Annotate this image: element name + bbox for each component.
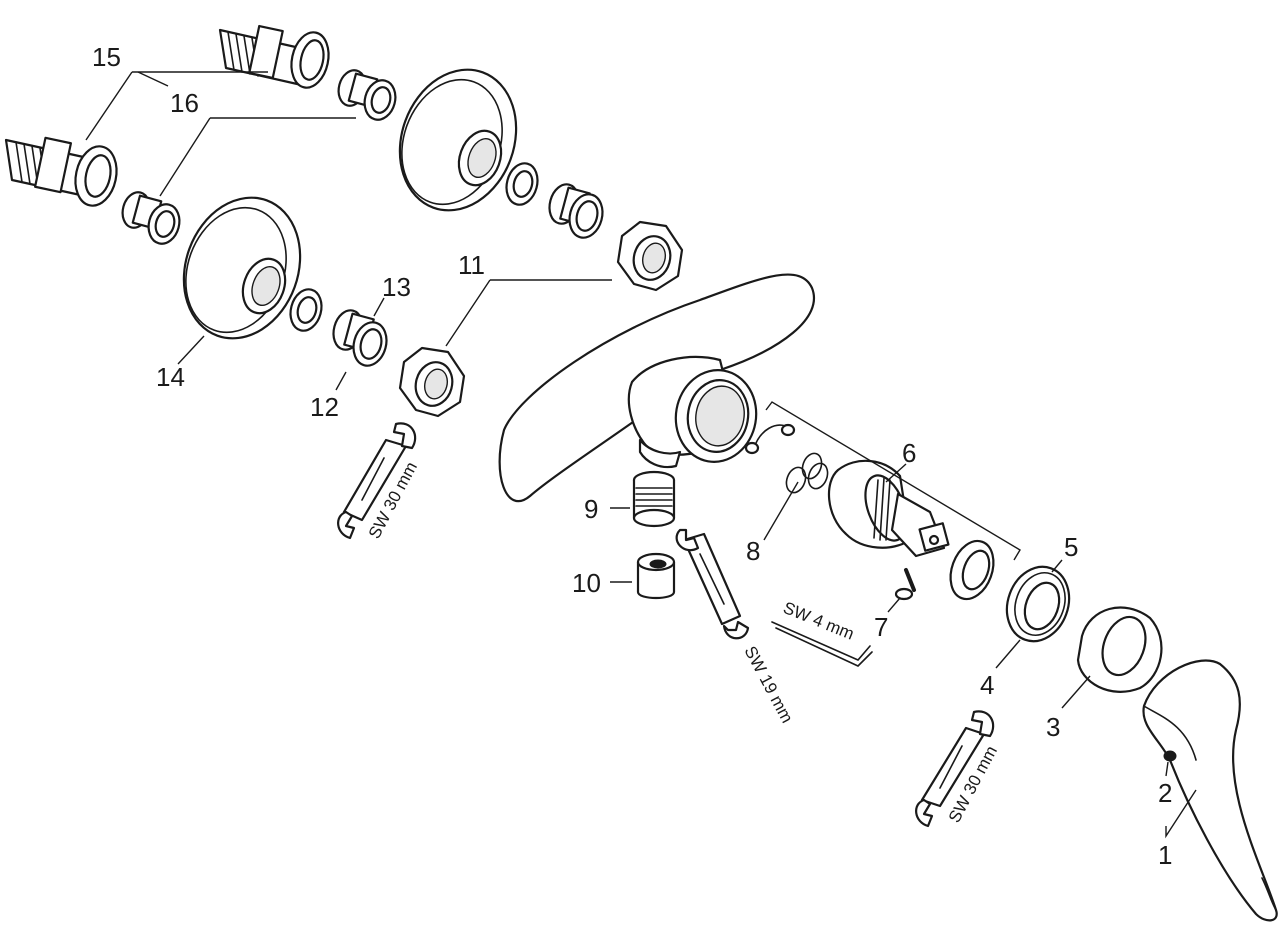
- label-1: 1: [1158, 840, 1172, 870]
- clip-pin: [744, 423, 796, 455]
- hex-nut-lower: [398, 346, 466, 418]
- label-13: 13: [382, 272, 411, 302]
- wrench-lower-right: [915, 710, 995, 828]
- label-4: 4: [980, 670, 994, 700]
- label-5: 5: [1064, 532, 1078, 562]
- label-14: 14: [156, 362, 185, 392]
- flow-insert-upper: [337, 69, 397, 121]
- wrench-label-center: SW 19 mm: [740, 643, 796, 726]
- label-12: 12: [310, 392, 339, 422]
- wrench-center: [675, 528, 750, 640]
- label-10: 10: [572, 568, 601, 598]
- cap-ring: [949, 539, 995, 601]
- union-adapter-upper: [548, 183, 604, 239]
- threaded-connector-lower: [4, 136, 118, 207]
- locking-nut: [1005, 565, 1071, 643]
- hex-nut-upper: [616, 220, 684, 292]
- label-7: 7: [874, 612, 888, 642]
- part-numbers: 15 16 11 13 12 14 9 10 8 6 7 5 4 3 2 1: [92, 42, 1172, 870]
- escutcheon-lower: [182, 196, 302, 340]
- label-11: 11: [458, 250, 485, 280]
- o-rings: [785, 452, 829, 494]
- handle-cap: [1163, 750, 1177, 762]
- label-8: 8: [746, 536, 760, 566]
- cover-sleeve: [1076, 606, 1163, 693]
- backflow-preventer: [636, 552, 676, 600]
- outlet-adapter: [632, 470, 676, 528]
- washer-upper: [505, 162, 539, 206]
- threaded-connector-upper: [218, 24, 330, 89]
- label-9: 9: [584, 494, 598, 524]
- label-2: 2: [1158, 778, 1172, 808]
- cartridge-group-bracket: [765, 401, 1021, 561]
- label-6: 6: [902, 438, 916, 468]
- flow-insert-lower: [121, 191, 181, 245]
- hex-key: [771, 621, 873, 667]
- label-16: 16: [170, 88, 199, 118]
- lever-handle: [1142, 659, 1278, 922]
- fixing-screw: [894, 568, 916, 601]
- hex-key-label: SW 4 mm: [781, 598, 857, 644]
- label-3: 3: [1046, 712, 1060, 742]
- wrench-upper-left: [337, 422, 417, 540]
- washer-lower: [289, 288, 323, 332]
- leader-lines: [85, 71, 1197, 839]
- label-15: 15: [92, 42, 121, 72]
- escutcheon-upper: [398, 68, 518, 212]
- cartridge: [827, 459, 950, 558]
- mixer-body: [498, 273, 815, 503]
- union-adapter-lower: [332, 309, 388, 367]
